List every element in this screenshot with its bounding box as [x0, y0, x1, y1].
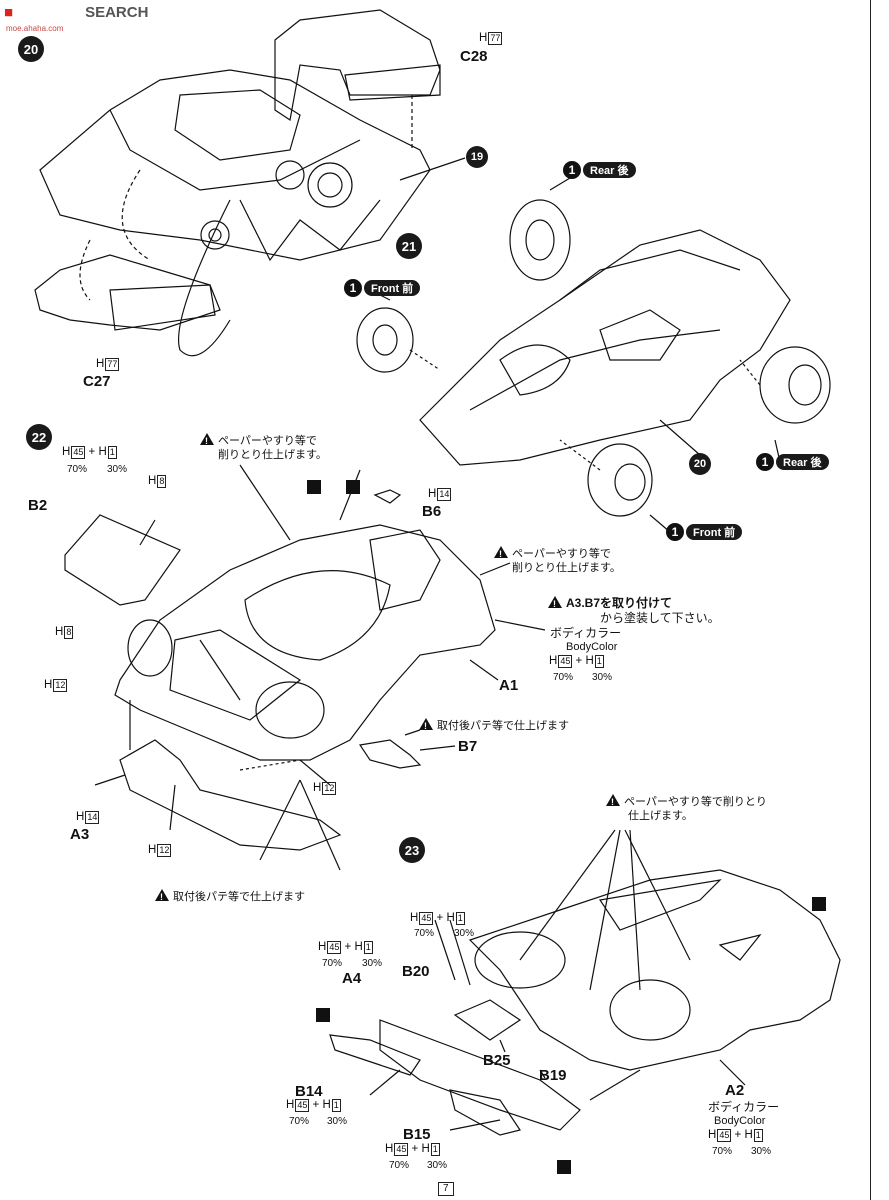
body-color-en-a2: BodyColor	[714, 1115, 766, 1127]
part-b2: B2	[28, 497, 48, 514]
paint-a2-pct30: 30%	[751, 1146, 772, 1157]
paint-a1-pct30: 30%	[592, 672, 613, 683]
paint-a4-pct30: 30%	[362, 958, 383, 969]
paint-b14-pct30: 30%	[327, 1116, 348, 1127]
step-20-marker: 20	[18, 36, 44, 62]
part-b14: B14	[295, 1083, 323, 1100]
paint-a2-pct70: 70%	[712, 1146, 733, 1157]
part-b7: B7	[458, 738, 478, 755]
step-20-ref: 20	[689, 453, 711, 475]
body-color-jp: ボディカラー	[550, 626, 622, 640]
note-putty-a3: 取付後パテ等で仕上げます	[155, 889, 305, 904]
tool-icon-a	[307, 480, 321, 494]
part-a1: A1	[499, 677, 519, 694]
body-color-en: BodyColor	[566, 641, 618, 653]
part-b6: B6	[422, 503, 442, 520]
tool-icon-b	[812, 897, 826, 911]
paint-a1-pct70: 70%	[553, 672, 574, 683]
step-21-marker: 21	[396, 233, 422, 259]
paint-b2-pct70: 70%	[67, 464, 88, 475]
paint-b20-pct30: 30%	[454, 928, 475, 939]
part-b15: B15	[403, 1126, 431, 1143]
part-b20: B20	[402, 963, 430, 980]
body-color-jp-a2: ボディカラー	[708, 1100, 780, 1114]
step-23-marker: 23	[399, 837, 425, 863]
paint-b14-pct70: 70%	[289, 1116, 310, 1127]
paint-b20-pct70: 70%	[414, 928, 435, 939]
paint-b15-pct30: 30%	[427, 1160, 448, 1171]
page-border	[870, 0, 871, 1200]
glue-icon-a4	[316, 1008, 330, 1022]
paint-b15-pct70: 70%	[389, 1160, 410, 1171]
part-b19: B19	[539, 1067, 567, 1084]
step-22-marker: 22	[26, 424, 52, 450]
glue-icon	[346, 480, 360, 494]
part-a3: A3	[70, 826, 90, 843]
paint-b2-pct30: 30%	[107, 464, 128, 475]
glue-icon-a2	[557, 1160, 571, 1174]
watermark-subtext: moe.ahaha.com	[6, 24, 64, 33]
part-a2: A2	[725, 1082, 745, 1099]
step-19-ref: 19	[466, 146, 488, 168]
paint-a4-pct70: 70%	[322, 958, 343, 969]
part-b25: B25	[483, 1052, 511, 1069]
watermark-logo: ■SEARCH	[4, 4, 149, 21]
part-a4: A4	[342, 970, 362, 987]
note-putty-b7: 取付後パテ等で仕上げます	[419, 718, 569, 733]
part-c27: C27	[83, 373, 111, 390]
part-c28: C28	[460, 48, 488, 65]
page-number: 7	[438, 1182, 454, 1196]
